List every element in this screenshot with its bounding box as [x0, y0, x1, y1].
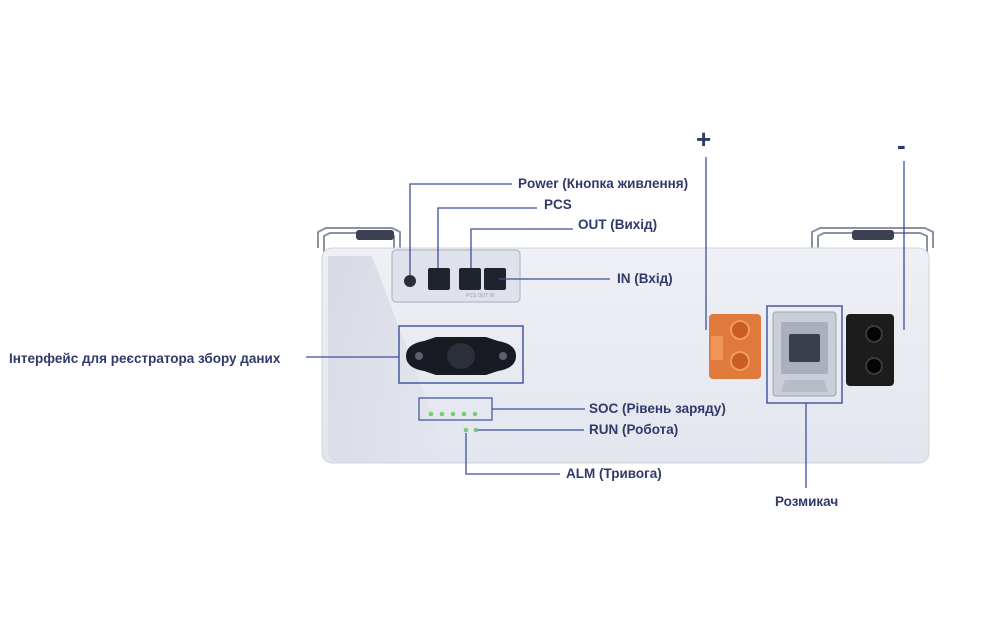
label-datalogger: Інтерфейс для реєстратора збору даних [9, 351, 281, 366]
label-alm: ALM (Тривога) [566, 466, 662, 481]
negative-terminal-hole-bottom [865, 357, 883, 375]
leader-out [470, 228, 573, 268]
in-port [484, 268, 506, 290]
datalogger-socket-center [447, 343, 475, 369]
leader-power [409, 183, 512, 275]
negative-terminal [846, 314, 894, 386]
leader-lines [306, 157, 905, 488]
label-pcs: PCS [544, 197, 572, 212]
breaker-frame [766, 305, 843, 404]
breaker-switch [789, 334, 820, 362]
minus-sign: - [897, 130, 906, 160]
positive-terminal-tab [711, 336, 723, 360]
port-caption: PCS OUT IN [466, 293, 495, 299]
positive-terminal-hole-top [730, 320, 750, 340]
plus-sign: + [696, 124, 712, 154]
run-led [473, 427, 479, 433]
label-in: IN (Вхід) [617, 271, 673, 286]
left-handle-grip [356, 230, 394, 240]
datalogger-frame [398, 325, 524, 384]
negative-terminal-hole-top [865, 325, 883, 343]
power-button [404, 275, 416, 287]
label-out: OUT (Вихід) [578, 217, 658, 232]
breaker-base [781, 380, 828, 392]
leader-alm [465, 433, 560, 475]
datalogger-screw-left [415, 352, 423, 360]
alm-led [463, 427, 469, 433]
soc-leds [428, 411, 478, 417]
pcs-port [428, 268, 450, 290]
out-port [459, 268, 481, 290]
right-handle-grip [852, 230, 894, 240]
label-breaker: Розмикач [775, 494, 839, 509]
positive-terminal-hole-bottom [730, 351, 750, 371]
label-run: RUN (Робота) [589, 422, 679, 437]
label-soc: SOC (Рівень заряду) [589, 401, 726, 416]
label-power: Power (Кнопка живлення) [518, 176, 689, 191]
leader-pcs [437, 207, 537, 268]
datalogger-screw-right [499, 352, 507, 360]
